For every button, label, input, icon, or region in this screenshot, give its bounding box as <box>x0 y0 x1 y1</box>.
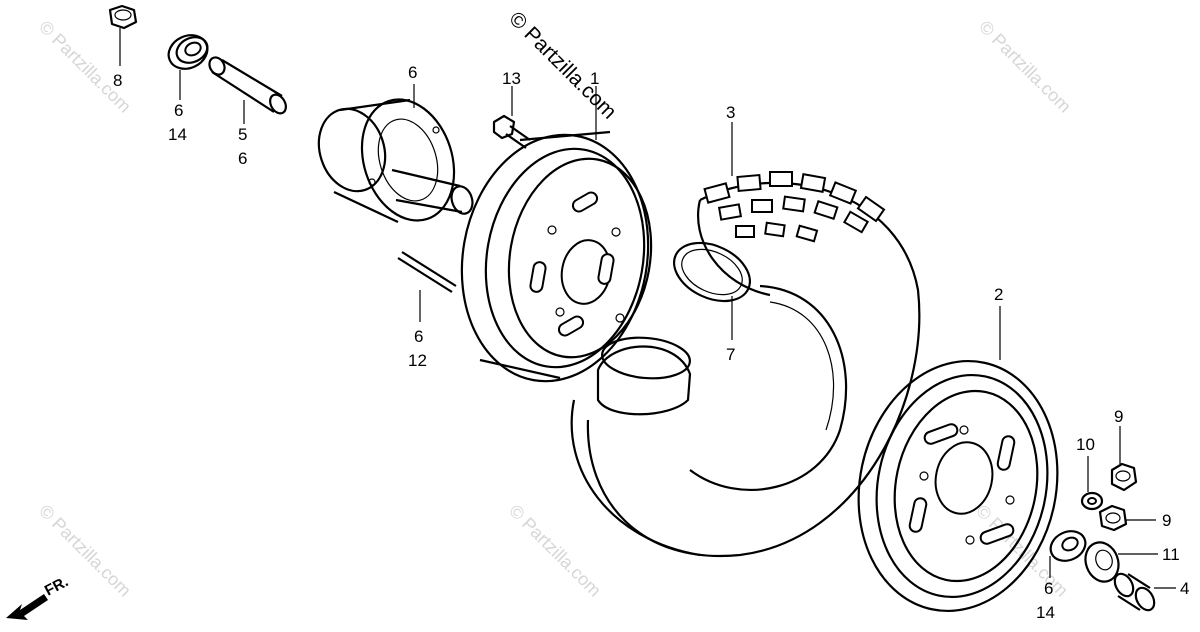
front-direction-indicator: FR. <box>6 573 71 620</box>
callout-1: 1 <box>590 69 599 88</box>
stud-part <box>397 251 457 322</box>
callout-labels: 8 6 14 5 6 6 6 12 13 1 3 7 2 9 10 9 11 4… <box>113 63 1189 622</box>
rim-rear-half <box>857 306 1059 613</box>
callout-8: 8 <box>113 71 122 90</box>
callout-14-lower: 14 <box>1036 603 1055 622</box>
callout-3: 3 <box>726 103 735 122</box>
bolt-part <box>492 86 531 149</box>
callout-9-top: 9 <box>1114 407 1123 426</box>
spacer-part <box>208 56 287 124</box>
callout-4: 4 <box>1180 579 1189 598</box>
callout-9-mid: 9 <box>1162 511 1171 530</box>
callout-7: 7 <box>726 345 735 364</box>
front-direction-label: FR. <box>42 573 71 599</box>
rim-front-half <box>460 86 653 383</box>
callout-6-spacer: 6 <box>238 149 247 168</box>
callout-5: 5 <box>238 125 247 144</box>
nut-9-mid <box>1098 504 1128 532</box>
callout-14-bearing: 14 <box>168 125 187 144</box>
callout-2: 2 <box>994 285 1003 304</box>
nut-9-top <box>1110 462 1138 492</box>
washer-10 <box>1080 491 1104 511</box>
watermark-faint-bottom-right: © Partzilla.com <box>972 501 1072 601</box>
callout-6-hub: 6 <box>408 63 417 82</box>
bearing-lower <box>1049 530 1087 562</box>
callout-12: 12 <box>408 351 427 370</box>
bearing-part <box>167 34 209 100</box>
hardware-group <box>1049 426 1176 612</box>
tire-part <box>570 122 921 558</box>
tire-tread <box>703 171 886 243</box>
watermark-faint-top-right: © Partzilla.com <box>975 17 1075 117</box>
watermark-faint-bottom-mid: © Partzilla.com <box>505 501 605 601</box>
watermark-main: © Partzilla.com <box>504 7 620 123</box>
spacer-4 <box>1117 573 1151 611</box>
callout-6-stud: 6 <box>414 327 423 346</box>
callout-6-lower: 6 <box>1044 579 1053 598</box>
callout-10: 10 <box>1076 435 1095 454</box>
front-arrow-icon <box>6 594 48 620</box>
callout-11: 11 <box>1162 545 1180 564</box>
collar-11 <box>1084 541 1120 583</box>
callout-13: 13 <box>502 69 521 88</box>
callout-6-bearing: 6 <box>174 101 183 120</box>
hub-part <box>317 84 474 223</box>
nut-part <box>108 4 138 66</box>
